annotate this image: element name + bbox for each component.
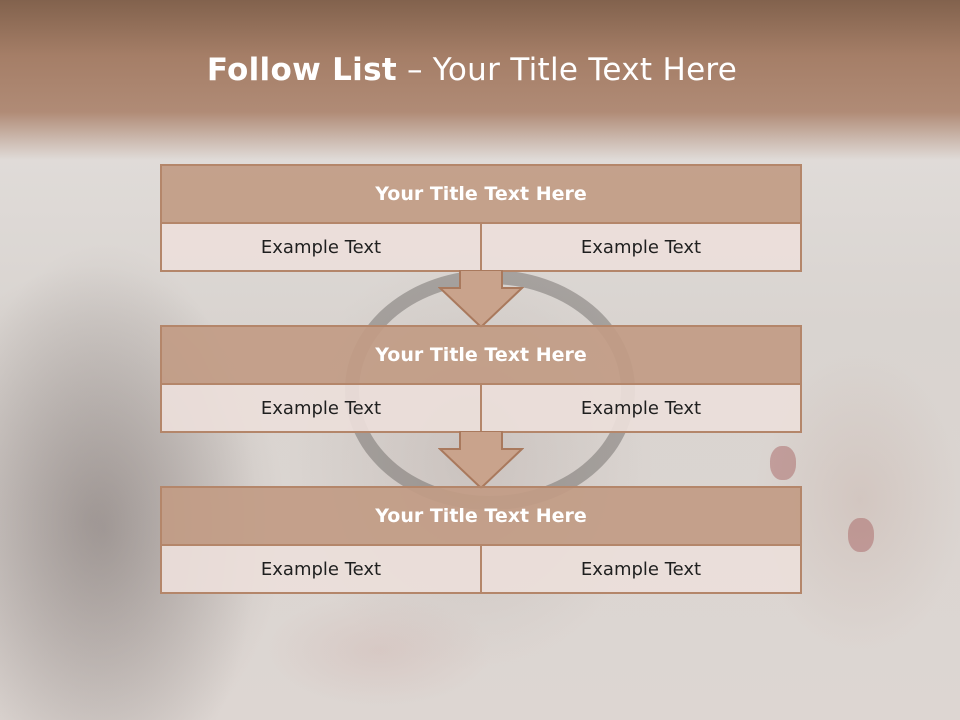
slide-title-strong: Follow List bbox=[206, 52, 397, 88]
list-block-2: Your Title Text Here Example Text Exampl… bbox=[160, 325, 802, 433]
block-cell-right: Example Text bbox=[480, 385, 800, 431]
fingernail-image bbox=[848, 518, 874, 552]
slide-title-dash: – bbox=[406, 52, 423, 88]
list-block-1: Your Title Text Here Example Text Exampl… bbox=[160, 164, 802, 272]
block-row: Example Text Example Text bbox=[162, 385, 800, 431]
block-cell-left: Example Text bbox=[162, 224, 480, 270]
block-cell-right: Example Text bbox=[480, 224, 800, 270]
block-cell-left: Example Text bbox=[162, 385, 480, 431]
slide-title-rest: Your Title Text Here bbox=[432, 52, 738, 88]
down-arrow-icon bbox=[438, 431, 524, 489]
block-row: Example Text Example Text bbox=[162, 224, 800, 270]
block-cell-right: Example Text bbox=[480, 546, 800, 592]
list-block-3: Your Title Text Here Example Text Exampl… bbox=[160, 486, 802, 594]
down-arrow-icon bbox=[438, 270, 524, 328]
block-cell-left: Example Text bbox=[162, 546, 480, 592]
slide-title: Follow List–Your Title Text Here bbox=[0, 52, 944, 88]
background-hair-shading bbox=[0, 240, 260, 720]
block-title: Your Title Text Here bbox=[162, 488, 800, 546]
block-title: Your Title Text Here bbox=[162, 166, 800, 224]
block-title: Your Title Text Here bbox=[162, 327, 800, 385]
title-band bbox=[0, 0, 960, 160]
block-row: Example Text Example Text bbox=[162, 546, 800, 592]
fingernail-image bbox=[770, 446, 796, 480]
